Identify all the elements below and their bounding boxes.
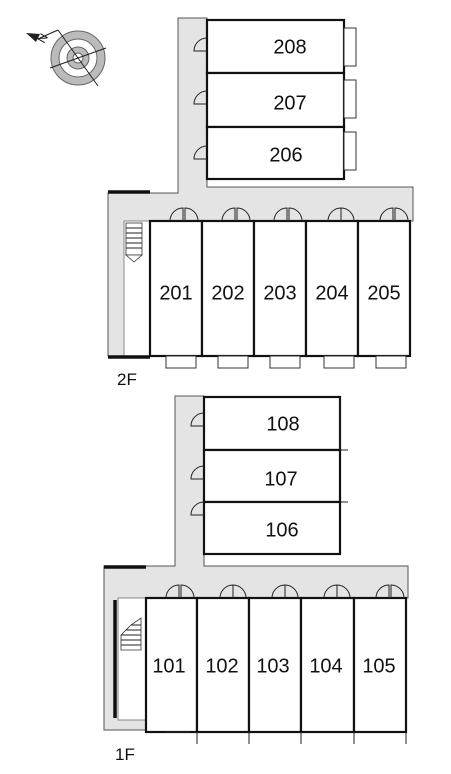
room-label: 201 <box>159 282 192 304</box>
room-label: 104 <box>309 655 342 677</box>
stairs-2f <box>124 222 144 263</box>
room-207: 207 <box>193 71 357 129</box>
room-label: 102 <box>205 655 238 677</box>
room-label: 107 <box>264 468 297 490</box>
room-label: 101 <box>152 655 185 677</box>
room-label: 108 <box>266 413 299 435</box>
room-label: 208 <box>273 36 306 58</box>
room-205: 205 <box>340 207 412 369</box>
room-label: 106 <box>265 519 298 541</box>
room-108: 108 <box>190 395 342 452</box>
room-101: 101 <box>144 584 199 734</box>
room-label: 202 <box>211 282 244 304</box>
room-label: 103 <box>256 655 289 677</box>
room-102: 102 <box>180 584 251 744</box>
room-103: 103 <box>232 584 303 744</box>
room-label: 206 <box>269 144 302 166</box>
room-106: 106 <box>190 500 342 556</box>
room-203: 203 <box>236 207 308 369</box>
room-202: 202 <box>184 207 256 369</box>
compass-icon: N <box>26 29 107 87</box>
room-label: 203 <box>263 282 296 304</box>
floor-1f: 108 107 106 101 102 <box>103 395 409 764</box>
room-label: 207 <box>273 92 306 114</box>
room-208: 208 <box>193 18 357 75</box>
room-206: 206 <box>193 125 357 181</box>
room-label: 204 <box>315 282 348 304</box>
room-label: 105 <box>362 655 395 677</box>
room-201: 201 <box>148 207 204 369</box>
room-label: 205 <box>367 282 400 304</box>
floor-label-2f: 2F <box>117 370 137 389</box>
room-105: 105 <box>336 584 408 744</box>
room-204: 204 <box>288 207 360 369</box>
floor-2f: 208 207 206 201 202 <box>107 17 414 389</box>
room-104: 104 <box>284 584 356 744</box>
stairs-1f <box>120 617 142 651</box>
floor-label-1f: 1F <box>115 745 135 764</box>
room-107: 107 <box>190 448 348 504</box>
compass-north-label: N <box>34 31 50 46</box>
